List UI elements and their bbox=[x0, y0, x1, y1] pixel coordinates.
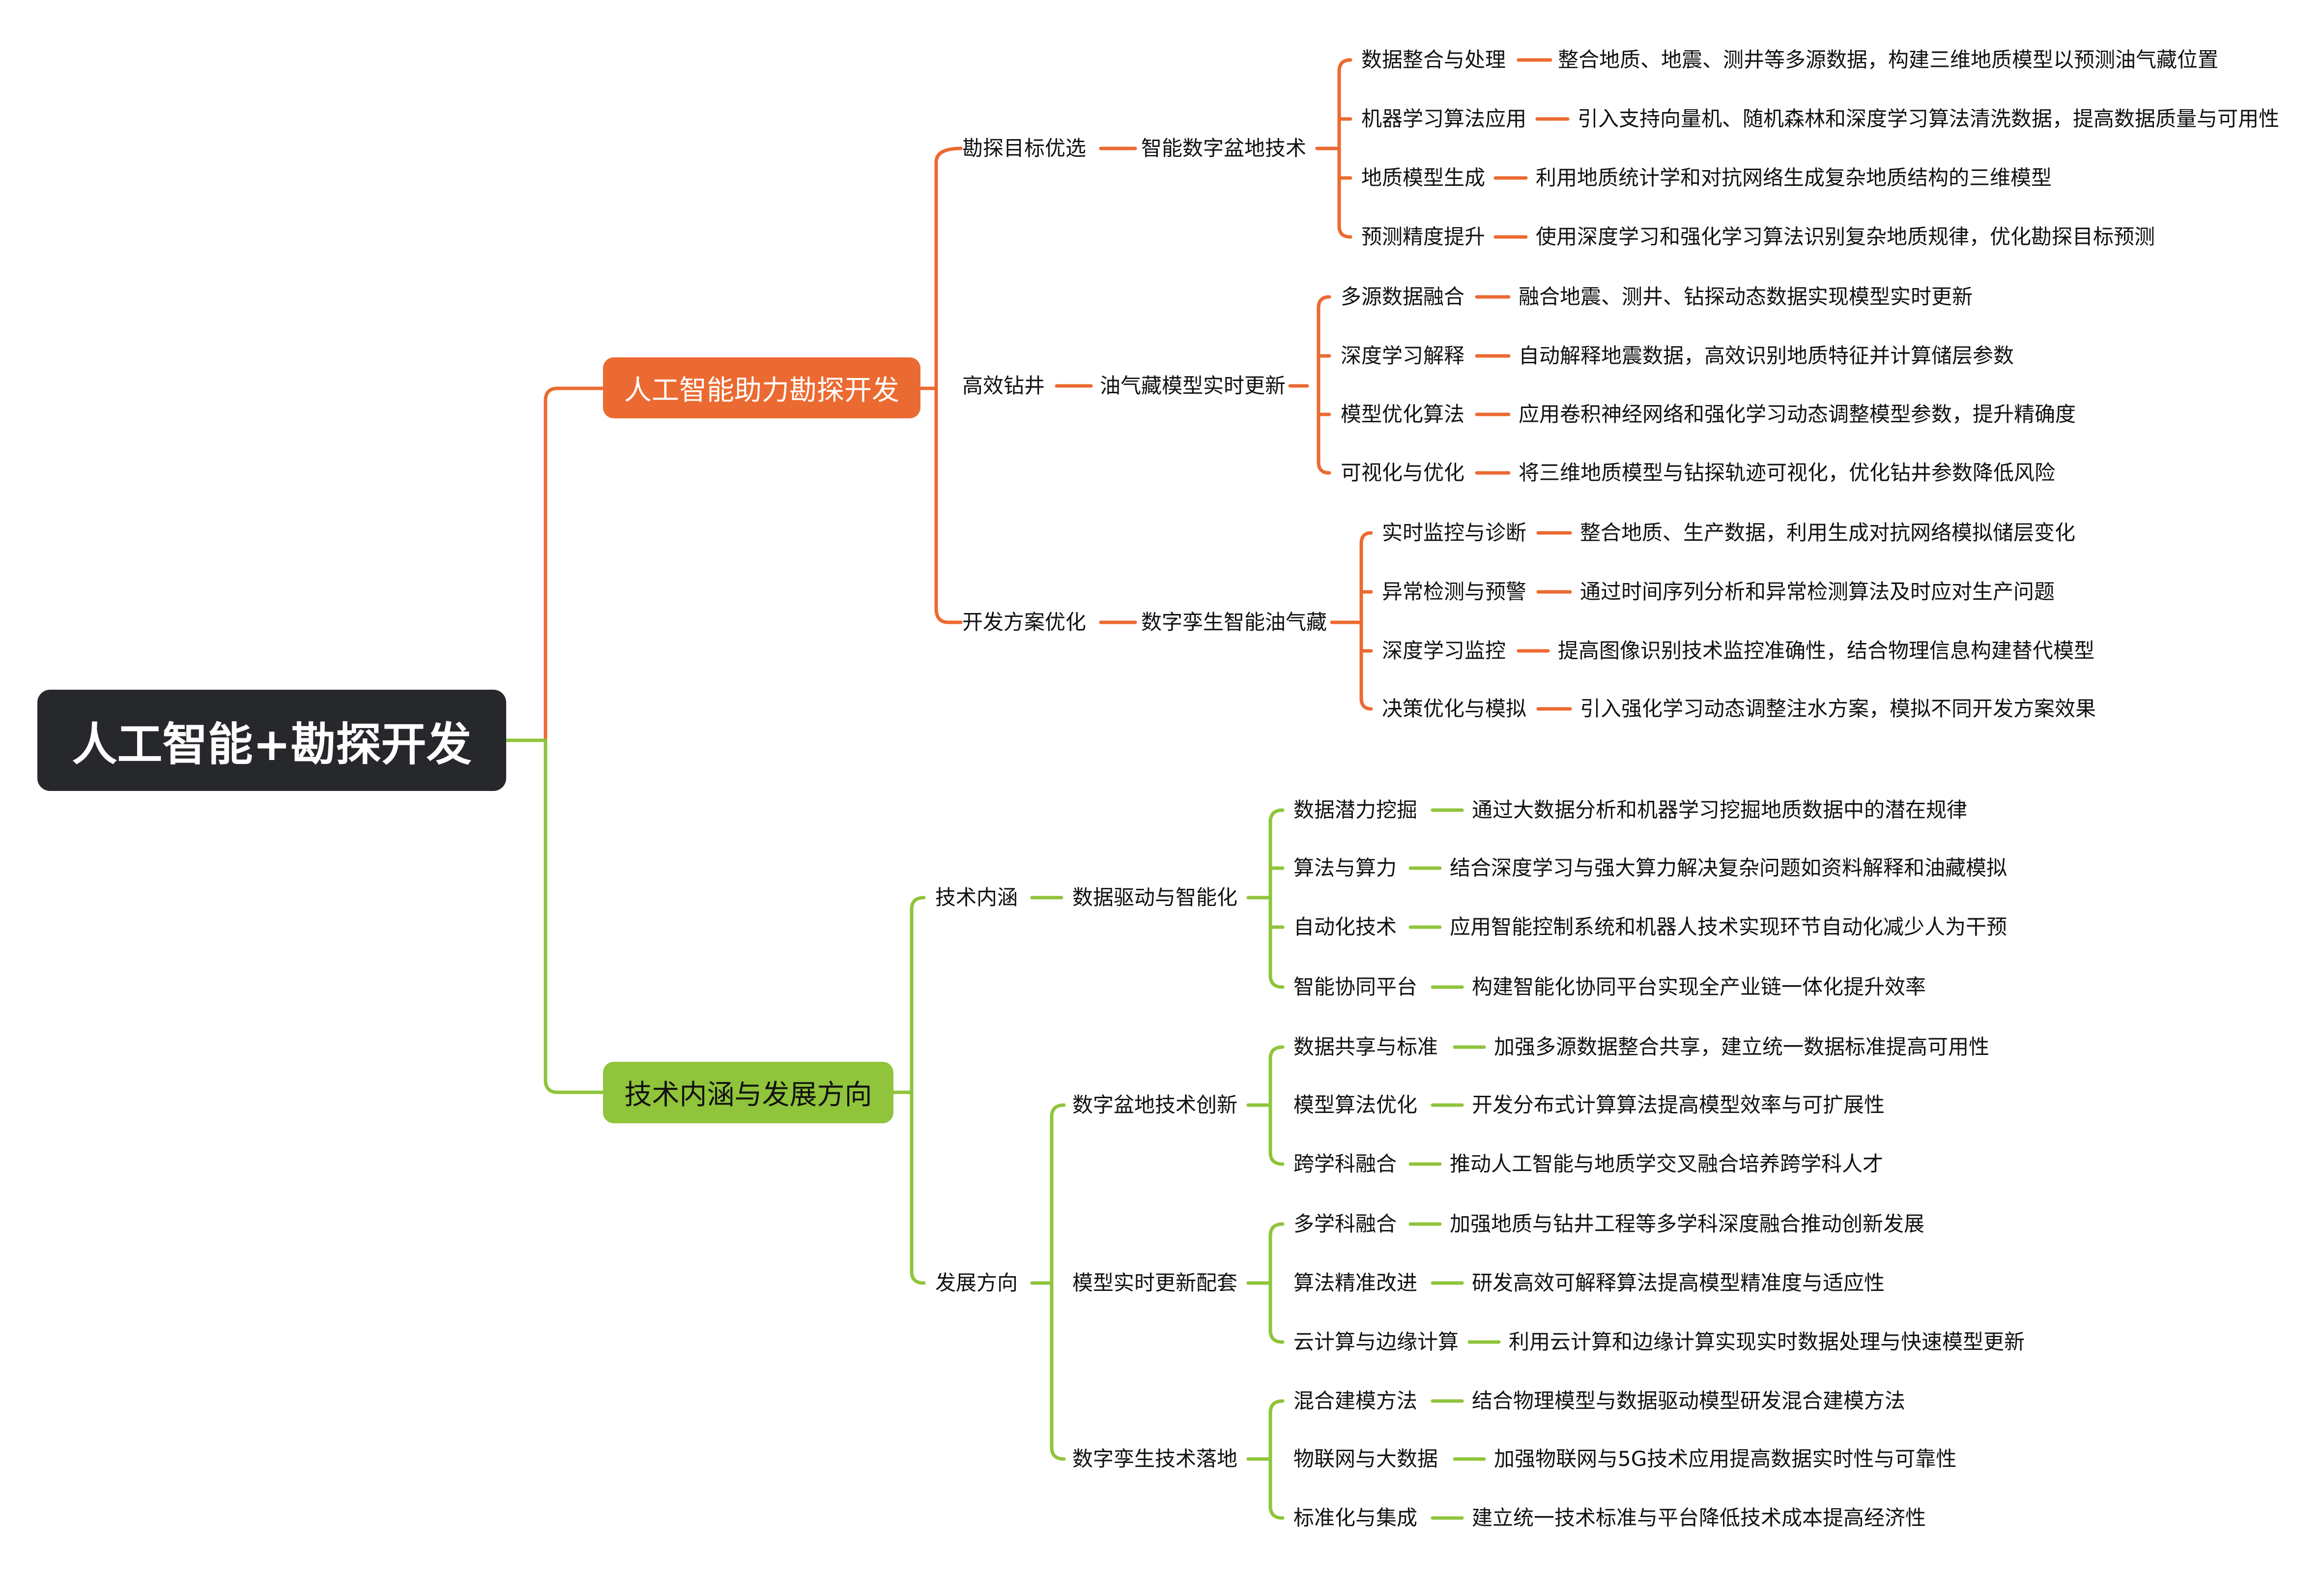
subgroup-node[interactable]: 数字孪生智能油气藏 bbox=[1141, 610, 1327, 634]
item-name[interactable]: 自动化技术 bbox=[1293, 915, 1397, 939]
item-name[interactable]: 模型优化算法 bbox=[1341, 402, 1465, 426]
item-desc[interactable]: 构建智能化协同平台实现全产业链一体化提升效率 bbox=[1472, 975, 1926, 999]
group-node[interactable]: 勘探目标优选 bbox=[962, 136, 1087, 160]
item-name[interactable]: 云计算与边缘计算 bbox=[1293, 1330, 1459, 1354]
subgroup-node[interactable]: 油气藏模型实时更新 bbox=[1100, 374, 1286, 398]
subgroup-node[interactable]: 数据驱动与智能化 bbox=[1072, 885, 1238, 909]
item-name[interactable]: 决策优化与模拟 bbox=[1382, 697, 1527, 721]
item-desc[interactable]: 使用深度学习和强化学习算法识别复杂地质规律，优化勘探目标预测 bbox=[1536, 225, 2155, 249]
item-desc[interactable]: 应用卷积神经网络和强化学习动态调整模型参数，提升精确度 bbox=[1519, 402, 2076, 426]
item-desc[interactable]: 通过时间序列分析和异常检测算法及时应对生产问题 bbox=[1580, 580, 2055, 604]
item-desc[interactable]: 引入支持向量机、随机森林和深度学习算法清洗数据，提高数据质量与可用性 bbox=[1578, 107, 2280, 131]
item-name[interactable]: 实时监控与诊断 bbox=[1382, 521, 1527, 545]
item-name[interactable]: 混合建模方法 bbox=[1293, 1389, 1418, 1413]
subgroup-node[interactable]: 数字孪生技术落地 bbox=[1072, 1447, 1238, 1471]
group-node[interactable]: 高效钻井 bbox=[962, 374, 1045, 398]
item-desc[interactable]: 引入强化学习动态调整注水方案，模拟不同开发方案效果 bbox=[1580, 697, 2096, 721]
item-desc[interactable]: 利用地质统计学和对抗网络生成复杂地质结构的三维模型 bbox=[1536, 166, 2052, 190]
item-desc[interactable]: 研发高效可解释算法提高模型精准度与适应性 bbox=[1472, 1271, 1885, 1295]
item-desc[interactable]: 应用智能控制系统和机器人技术实现环节自动化减少人为干预 bbox=[1450, 915, 2008, 939]
item-desc[interactable]: 推动人工智能与地质学交叉融合培养跨学科人才 bbox=[1450, 1152, 1884, 1176]
item-name[interactable]: 数据整合与处理 bbox=[1361, 48, 1506, 72]
branch-label: 人工智能助力勘探开发 bbox=[624, 374, 899, 407]
item-desc[interactable]: 加强多源数据整合共享，建立统一数据标准提高可用性 bbox=[1494, 1035, 1990, 1059]
item-name[interactable]: 深度学习监控 bbox=[1382, 639, 1506, 663]
item-name[interactable]: 深度学习解释 bbox=[1341, 344, 1465, 368]
item-name[interactable]: 跨学科融合 bbox=[1293, 1152, 1397, 1176]
item-desc[interactable]: 利用云计算和边缘计算实现实时数据处理与快速模型更新 bbox=[1509, 1330, 2025, 1354]
subgroup-node[interactable]: 模型实时更新配套 bbox=[1072, 1271, 1238, 1295]
item-desc[interactable]: 自动解释地震数据，高效识别地质特征并计算储层参数 bbox=[1519, 344, 2014, 368]
item-desc[interactable]: 建立统一技术标准与平台降低技术成本提高经济性 bbox=[1472, 1506, 1926, 1530]
group-node[interactable]: 发展方向 bbox=[935, 1271, 1018, 1295]
item-name[interactable]: 算法与算力 bbox=[1293, 856, 1397, 880]
item-desc[interactable]: 通过大数据分析和机器学习挖掘地质数据中的潜在规律 bbox=[1472, 798, 1968, 822]
item-name[interactable]: 多学科融合 bbox=[1293, 1212, 1397, 1236]
item-name[interactable]: 模型算法优化 bbox=[1293, 1093, 1418, 1117]
item-name[interactable]: 多源数据融合 bbox=[1341, 285, 1465, 309]
item-name[interactable]: 异常检测与预警 bbox=[1382, 580, 1527, 604]
subgroup-node[interactable]: 数字盆地技术创新 bbox=[1072, 1093, 1238, 1117]
item-name[interactable]: 智能协同平台 bbox=[1293, 975, 1418, 999]
root-node[interactable]: 人工智能+勘探开发 bbox=[37, 690, 506, 791]
branch-label: 技术内涵与发展方向 bbox=[624, 1079, 872, 1111]
item-name[interactable]: 标准化与集成 bbox=[1293, 1506, 1418, 1530]
item-name[interactable]: 地质模型生成 bbox=[1361, 166, 1486, 190]
item-desc[interactable]: 开发分布式计算算法提高模型效率与可扩展性 bbox=[1472, 1093, 1885, 1117]
item-name[interactable]: 算法精准改进 bbox=[1293, 1271, 1418, 1295]
item-name[interactable]: 可视化与优化 bbox=[1341, 461, 1465, 485]
item-name[interactable]: 机器学习算法应用 bbox=[1361, 107, 1527, 131]
root-label: 人工智能+勘探开发 bbox=[72, 718, 472, 771]
item-desc[interactable]: 结合深度学习与强大算力解决复杂问题如资料解释和油藏模拟 bbox=[1450, 856, 2008, 880]
item-name[interactable]: 数据共享与标准 bbox=[1293, 1035, 1438, 1059]
item-name[interactable]: 物联网与大数据 bbox=[1293, 1447, 1438, 1471]
item-desc[interactable]: 整合地质、地震、测井等多源数据，构建三维地质模型以预测油气藏位置 bbox=[1558, 48, 2219, 72]
item-desc[interactable]: 加强物联网与5G技术应用提高数据实时性与可靠性 bbox=[1494, 1447, 1957, 1471]
item-desc[interactable]: 加强地质与钻井工程等多学科深度融合推动创新发展 bbox=[1450, 1212, 1925, 1236]
item-desc[interactable]: 整合地质、生产数据，利用生成对抗网络模拟储层变化 bbox=[1580, 521, 2076, 545]
branch-tech-direction[interactable]: 技术内涵与发展方向 bbox=[603, 1062, 893, 1123]
subgroup-node[interactable]: 智能数字盆地技术 bbox=[1141, 136, 1307, 160]
item-desc[interactable]: 融合地震、测井、钻探动态数据实现模型实时更新 bbox=[1519, 285, 1973, 309]
item-desc[interactable]: 将三维地质模型与钻探轨迹可视化，优化钻井参数降低风险 bbox=[1519, 461, 2056, 485]
item-desc[interactable]: 提高图像识别技术监控准确性，结合物理信息构建替代模型 bbox=[1558, 639, 2095, 663]
group-node[interactable]: 技术内涵 bbox=[935, 885, 1018, 909]
branch-ai-exploration[interactable]: 人工智能助力勘探开发 bbox=[603, 357, 920, 418]
item-desc[interactable]: 结合物理模型与数据驱动模型研发混合建模方法 bbox=[1472, 1389, 1906, 1413]
item-name[interactable]: 预测精度提升 bbox=[1361, 225, 1486, 249]
item-name[interactable]: 数据潜力挖掘 bbox=[1293, 798, 1418, 822]
group-node[interactable]: 开发方案优化 bbox=[962, 610, 1087, 634]
